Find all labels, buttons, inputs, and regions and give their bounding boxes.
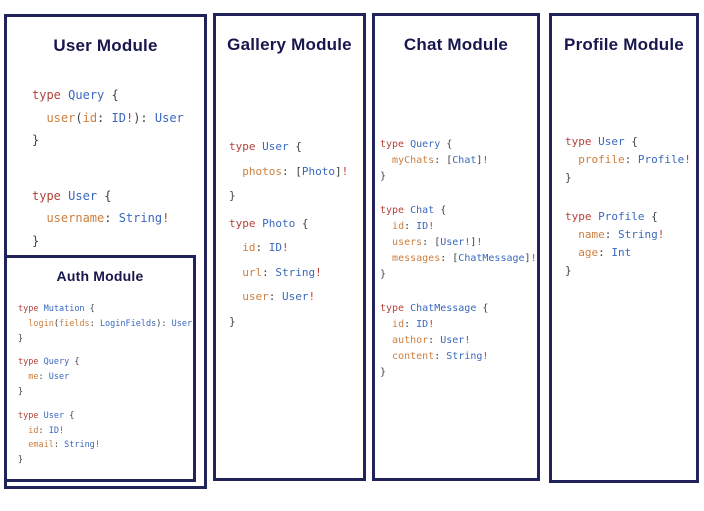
panel-chat-module: Chat Module type Query { myChats: [Chat]… (372, 13, 540, 481)
code-line: content: String! (392, 351, 489, 363)
code-line: type Chat { (380, 204, 447, 216)
code-line: url: String! (242, 265, 322, 279)
code-line: type User { (18, 410, 75, 421)
chat-module-title: Chat Module (403, 35, 509, 54)
code-line: } (380, 171, 387, 183)
code-line: type User { (32, 188, 112, 203)
profile-module-title: Profile Module (564, 35, 684, 54)
code-block: type ChatMessage { id: ID! author: User!… (380, 301, 537, 382)
code-block: type User { photos: [Photo]!} (229, 135, 363, 209)
code-line: } (229, 189, 236, 202)
code-line: myChats: [Chat]! (392, 155, 489, 167)
code-line: } (565, 264, 572, 278)
code-line: email: String! (28, 440, 100, 451)
panel-profile-module: Profile Module type User { profile: Prof… (549, 13, 699, 483)
code-block: type Mutation { login(fields: LoginField… (18, 302, 193, 346)
user-module-code: type Query { user(id: ID!): User}type Us… (32, 84, 204, 252)
code-line: type User { (229, 140, 302, 153)
gallery-module-code: type User { photos: [Photo]!}type Photo … (229, 135, 363, 334)
code-line: messages: [ChatMessage]! (392, 253, 537, 265)
code-block: type Query { user(id: ID!): User} (32, 84, 204, 152)
code-line: } (32, 233, 40, 248)
code-line: age: Int (578, 246, 632, 260)
code-line: user(id: ID!): User (46, 110, 184, 125)
code-line: id: ID! (392, 318, 435, 330)
code-line: type Query { (18, 357, 80, 368)
code-line: type ChatMessage { (380, 302, 489, 314)
code-block: type Photo { id: ID! url: String! user: … (229, 212, 363, 335)
code-line: } (380, 269, 387, 281)
code-line: users: [User!]! (392, 237, 483, 249)
code-block: type User { profile: Profile!} (565, 133, 696, 188)
code-block: type Query { me: User} (18, 355, 193, 399)
code-line: } (18, 386, 24, 397)
code-line: } (18, 455, 24, 466)
code-line: } (565, 171, 572, 185)
code-line: type User { (565, 135, 638, 148)
chat-module-code: type Query { myChats: [Chat]!}type Chat … (380, 137, 537, 382)
code-block: type Chat { id: ID! users: [User!]! mess… (380, 203, 537, 284)
auth-module-title: Auth Module (56, 268, 144, 284)
auth-module-code: type Mutation { login(fields: LoginField… (18, 302, 193, 468)
code-line: } (229, 314, 236, 328)
code-block: type User { username: String!} (32, 185, 204, 253)
code-line: id: ID! (28, 425, 65, 436)
panel-auth-module: Auth Module type Mutation { login(fields… (4, 255, 196, 482)
code-line: } (18, 333, 24, 344)
code-line: profile: Profile! (578, 153, 691, 167)
code-block: type User { id: ID! email: String!} (18, 409, 193, 468)
code-line: photos: [Photo]! (242, 164, 349, 178)
code-line: } (380, 367, 387, 379)
code-line: type Mutation { (18, 304, 95, 314)
code-line: id: ID! (392, 220, 435, 232)
code-line: type Profile { (565, 209, 658, 223)
user-module-title: User Module (53, 36, 158, 55)
code-line: name: String! (578, 227, 665, 241)
panel-user-module: User Module type Query { user(id: ID!): … (4, 14, 207, 489)
gallery-module-title: Gallery Module (227, 35, 352, 54)
code-line: type Query { (380, 139, 453, 150)
code-line: type Query { (32, 88, 119, 102)
code-line: username: String! (46, 211, 170, 225)
code-line: id: ID! (242, 241, 289, 254)
code-block: type Query { myChats: [Chat]!} (380, 137, 537, 186)
code-line: } (32, 133, 40, 147)
code-line: user: User! (242, 290, 316, 303)
code-line: me: User (28, 372, 70, 383)
code-line: login(fields: LoginFields): User (28, 318, 193, 329)
code-block: type Profile { name: String! age: Int} (565, 208, 696, 281)
code-line: author: User! (392, 335, 471, 347)
profile-module-code: type User { profile: Profile!}type Profi… (565, 133, 696, 280)
code-line: type Photo { (229, 216, 309, 230)
panel-gallery-module: Gallery Module type User { photos: [Phot… (213, 13, 366, 481)
